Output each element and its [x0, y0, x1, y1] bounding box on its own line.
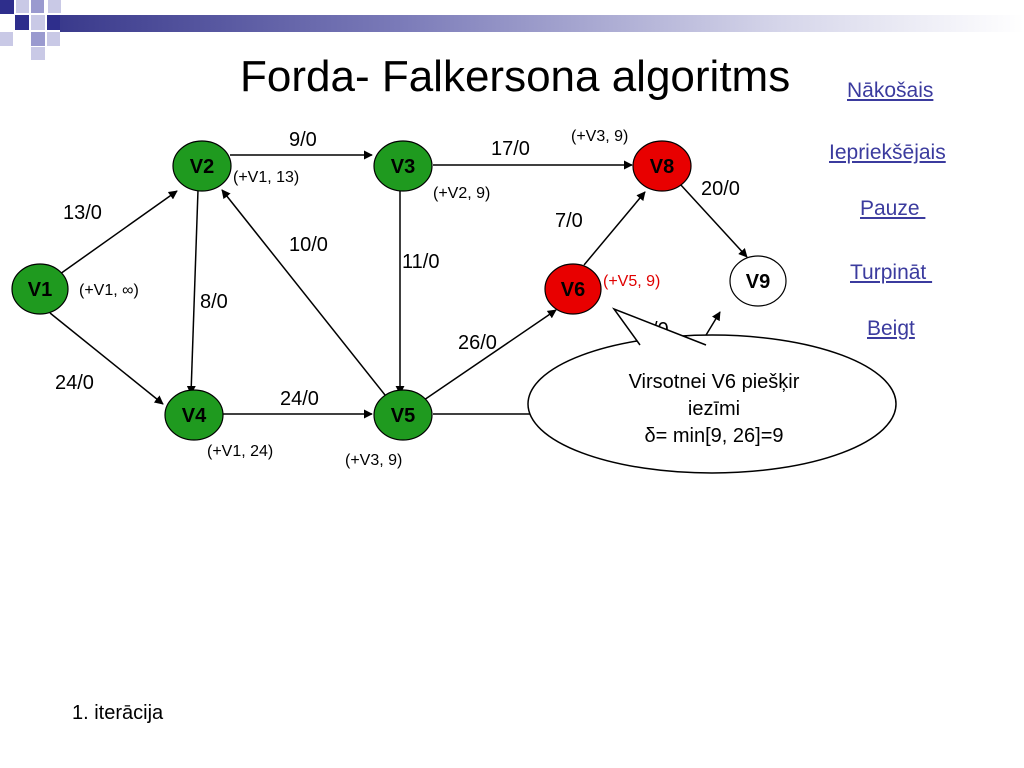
edge-label-v1-v4: 24/0 — [55, 372, 94, 394]
mark-label-v6: (+V5, 9) — [603, 273, 660, 290]
node-v2-name: V2 — [190, 156, 214, 178]
edge-label-v6-v8: 7/0 — [555, 210, 583, 232]
edge-v1-v2 — [59, 190, 178, 275]
pause-link[interactable]: Pauze — [860, 197, 926, 220]
mark-label-v4: (+V1, 24) — [207, 443, 273, 460]
edge-label-v3-v5: 11/0 — [402, 251, 439, 273]
end-link[interactable]: Beigt — [867, 317, 915, 340]
edge-label-v4-v5: 24/0 — [280, 388, 319, 410]
edge-label-v3-v8: 17/0 — [491, 138, 530, 160]
mark-label-v8: (+V3, 9) — [571, 128, 628, 145]
mark-label-v5: (+V3, 9) — [345, 452, 402, 469]
title-gradient-bar — [60, 15, 1024, 32]
edge-v2-v4 — [186, 189, 199, 395]
callout-line-2: iezīmi — [688, 398, 740, 420]
previous-link[interactable]: Iepriekšējais — [829, 141, 946, 164]
node-v8-name: V8 — [650, 156, 674, 178]
node-v1-name: V1 — [28, 279, 52, 301]
node-v5-name: V5 — [391, 405, 415, 427]
edge-v5-v2 — [221, 189, 386, 396]
callout-line-3: δ= min[9, 26]=9 — [645, 425, 784, 447]
iteration-label: 1. iterācija — [72, 702, 164, 724]
edge-label-v2-v4: 8/0 — [200, 291, 228, 313]
next-link[interactable]: Nākošais — [847, 79, 934, 102]
node-v3-name: V3 — [391, 156, 415, 178]
callout-bubble: Virsotnei V6 piešķir iezīmi δ= min[9, 26… — [527, 307, 897, 474]
node-v9-name: V9 — [746, 271, 770, 293]
node-v4 — [164, 389, 224, 441]
edge-v5-v6 — [423, 309, 557, 401]
edge-v1-v4 — [49, 312, 164, 405]
mark-label-v2: (+V1, 13) — [233, 169, 299, 186]
mark-label-v1: (+V1, ∞) — [79, 282, 139, 299]
node-v6-name: V6 — [561, 279, 585, 301]
node-v1 — [11, 263, 69, 315]
edge-v6-v8 — [583, 191, 646, 266]
node-v4-name: V4 — [182, 405, 207, 427]
edge-label-v2-v3: 9/0 — [289, 129, 317, 151]
edge-label-v5-v6: 26/0 — [458, 332, 497, 354]
node-v2 — [172, 140, 232, 192]
callout-line-1: Virsotnei V6 piešķir — [629, 371, 800, 393]
node-v3 — [373, 140, 433, 192]
node-v6 — [544, 263, 602, 315]
edge-v8-v9 — [679, 183, 748, 258]
node-v5 — [373, 389, 433, 441]
node-v8 — [632, 140, 692, 192]
node-v9 — [729, 255, 787, 307]
edge-label-v8-v9: 20/0 — [701, 178, 740, 200]
continue-link[interactable]: Turpināt — [850, 261, 933, 284]
edge-label-v1-v2: 13/0 — [63, 202, 102, 224]
edge-label-v5-v2: 10/0 — [289, 234, 328, 256]
slide-title: Forda- Falkersona algoritms — [240, 52, 791, 101]
mark-label-v3: (+V2, 9) — [433, 185, 490, 202]
